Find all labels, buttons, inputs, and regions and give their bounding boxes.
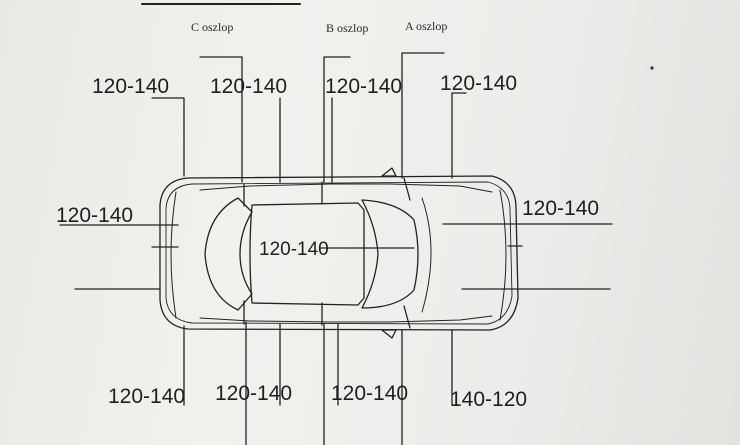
- car-body-inner-outline: [165, 181, 513, 325]
- windshield: [361, 199, 419, 309]
- value-bottom-1: 120-140: [108, 385, 186, 408]
- value-bottom-3: 120-140: [331, 382, 409, 405]
- label-c-pillar: C oszlop: [191, 20, 234, 34]
- car-body-outline: [159, 175, 519, 331]
- paper-speck: [650, 66, 654, 70]
- roof-panel: [249, 202, 365, 306]
- label-a-pillar: A oszlop: [405, 19, 448, 33]
- bottom-sill: [199, 315, 493, 323]
- leader-top-1: [151, 97, 185, 177]
- value-bottom-4: 140-120: [450, 388, 528, 411]
- value-roof: 120-140: [259, 239, 329, 260]
- value-top-1: 120-140: [92, 75, 170, 98]
- rear-window: [204, 197, 253, 311]
- value-top-2: 120-140: [210, 75, 288, 98]
- mirror-top: [381, 167, 397, 177]
- value-bottom-2: 120-140: [215, 382, 293, 405]
- value-top-4: 120-140: [440, 72, 518, 95]
- value-rear: 120-140: [56, 204, 134, 227]
- trunk-line: [170, 191, 177, 319]
- front-bumper-line: [499, 189, 507, 321]
- top-sill: [199, 183, 493, 193]
- value-front: 120-140: [522, 197, 600, 220]
- label-b-pillar: B oszlop: [326, 21, 369, 35]
- leader-top-2: [199, 56, 243, 183]
- mirror-bottom: [381, 329, 397, 339]
- hood-line: [421, 197, 432, 313]
- leader-top-4b: [451, 92, 467, 179]
- value-top-3: 120-140: [325, 75, 403, 98]
- leader-top-4: [401, 52, 445, 179]
- leader-top-3: [323, 56, 351, 183]
